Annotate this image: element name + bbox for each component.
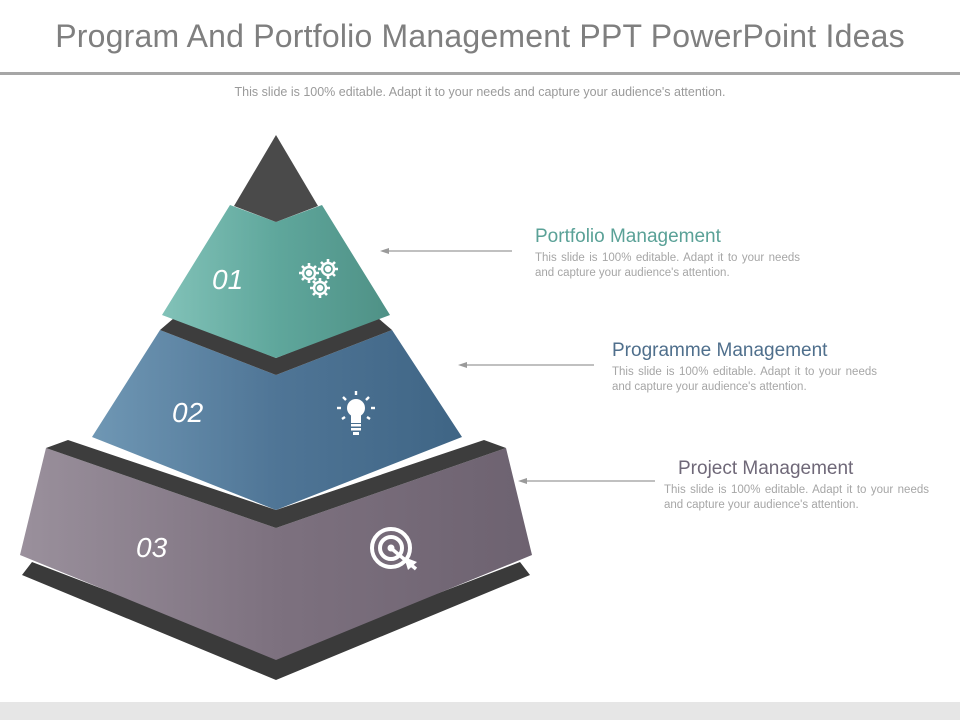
- callout-body: This slide is 100% editable. Adapt it to…: [664, 484, 929, 511]
- tier-1-number: 01: [212, 264, 244, 295]
- title-divider: [0, 72, 960, 75]
- apex-cap: [234, 135, 318, 222]
- connector-arrows: [380, 248, 655, 484]
- callout-body: This slide is 100% editable. Adapt it to…: [535, 252, 800, 279]
- footer-bar: [0, 702, 960, 720]
- tier-3-band: [20, 448, 532, 660]
- slide-title: Program And Portfolio Management PPT Pow…: [55, 18, 905, 54]
- callout-body: This slide is 100% editable. Adapt it to…: [612, 366, 877, 393]
- target-icon: [370, 527, 418, 571]
- tier-3-dark-edge: [46, 440, 506, 528]
- tier-2-band: [92, 330, 462, 510]
- tier-2-dark-edge: [160, 318, 392, 375]
- callout-heading: Project Management: [678, 458, 854, 479]
- lightbulb-icon: [337, 391, 375, 435]
- callout-tier-3: Project Management This slide is 100% ed…: [664, 458, 929, 513]
- callout-heading: Programme Management: [612, 340, 828, 361]
- tier-3-number: 03: [136, 532, 168, 563]
- callout-tier-1: Portfolio Management This slide is 100% …: [535, 226, 800, 281]
- slide-subtitle: This slide is 100% editable. Adapt it to…: [234, 85, 726, 99]
- tier-2-number: 02: [172, 397, 204, 428]
- gears-icon: [299, 259, 338, 298]
- callout-tier-2: Programme Management This slide is 100% …: [612, 340, 877, 395]
- tier-1-band: [162, 205, 390, 358]
- callout-heading: Portfolio Management: [535, 226, 721, 247]
